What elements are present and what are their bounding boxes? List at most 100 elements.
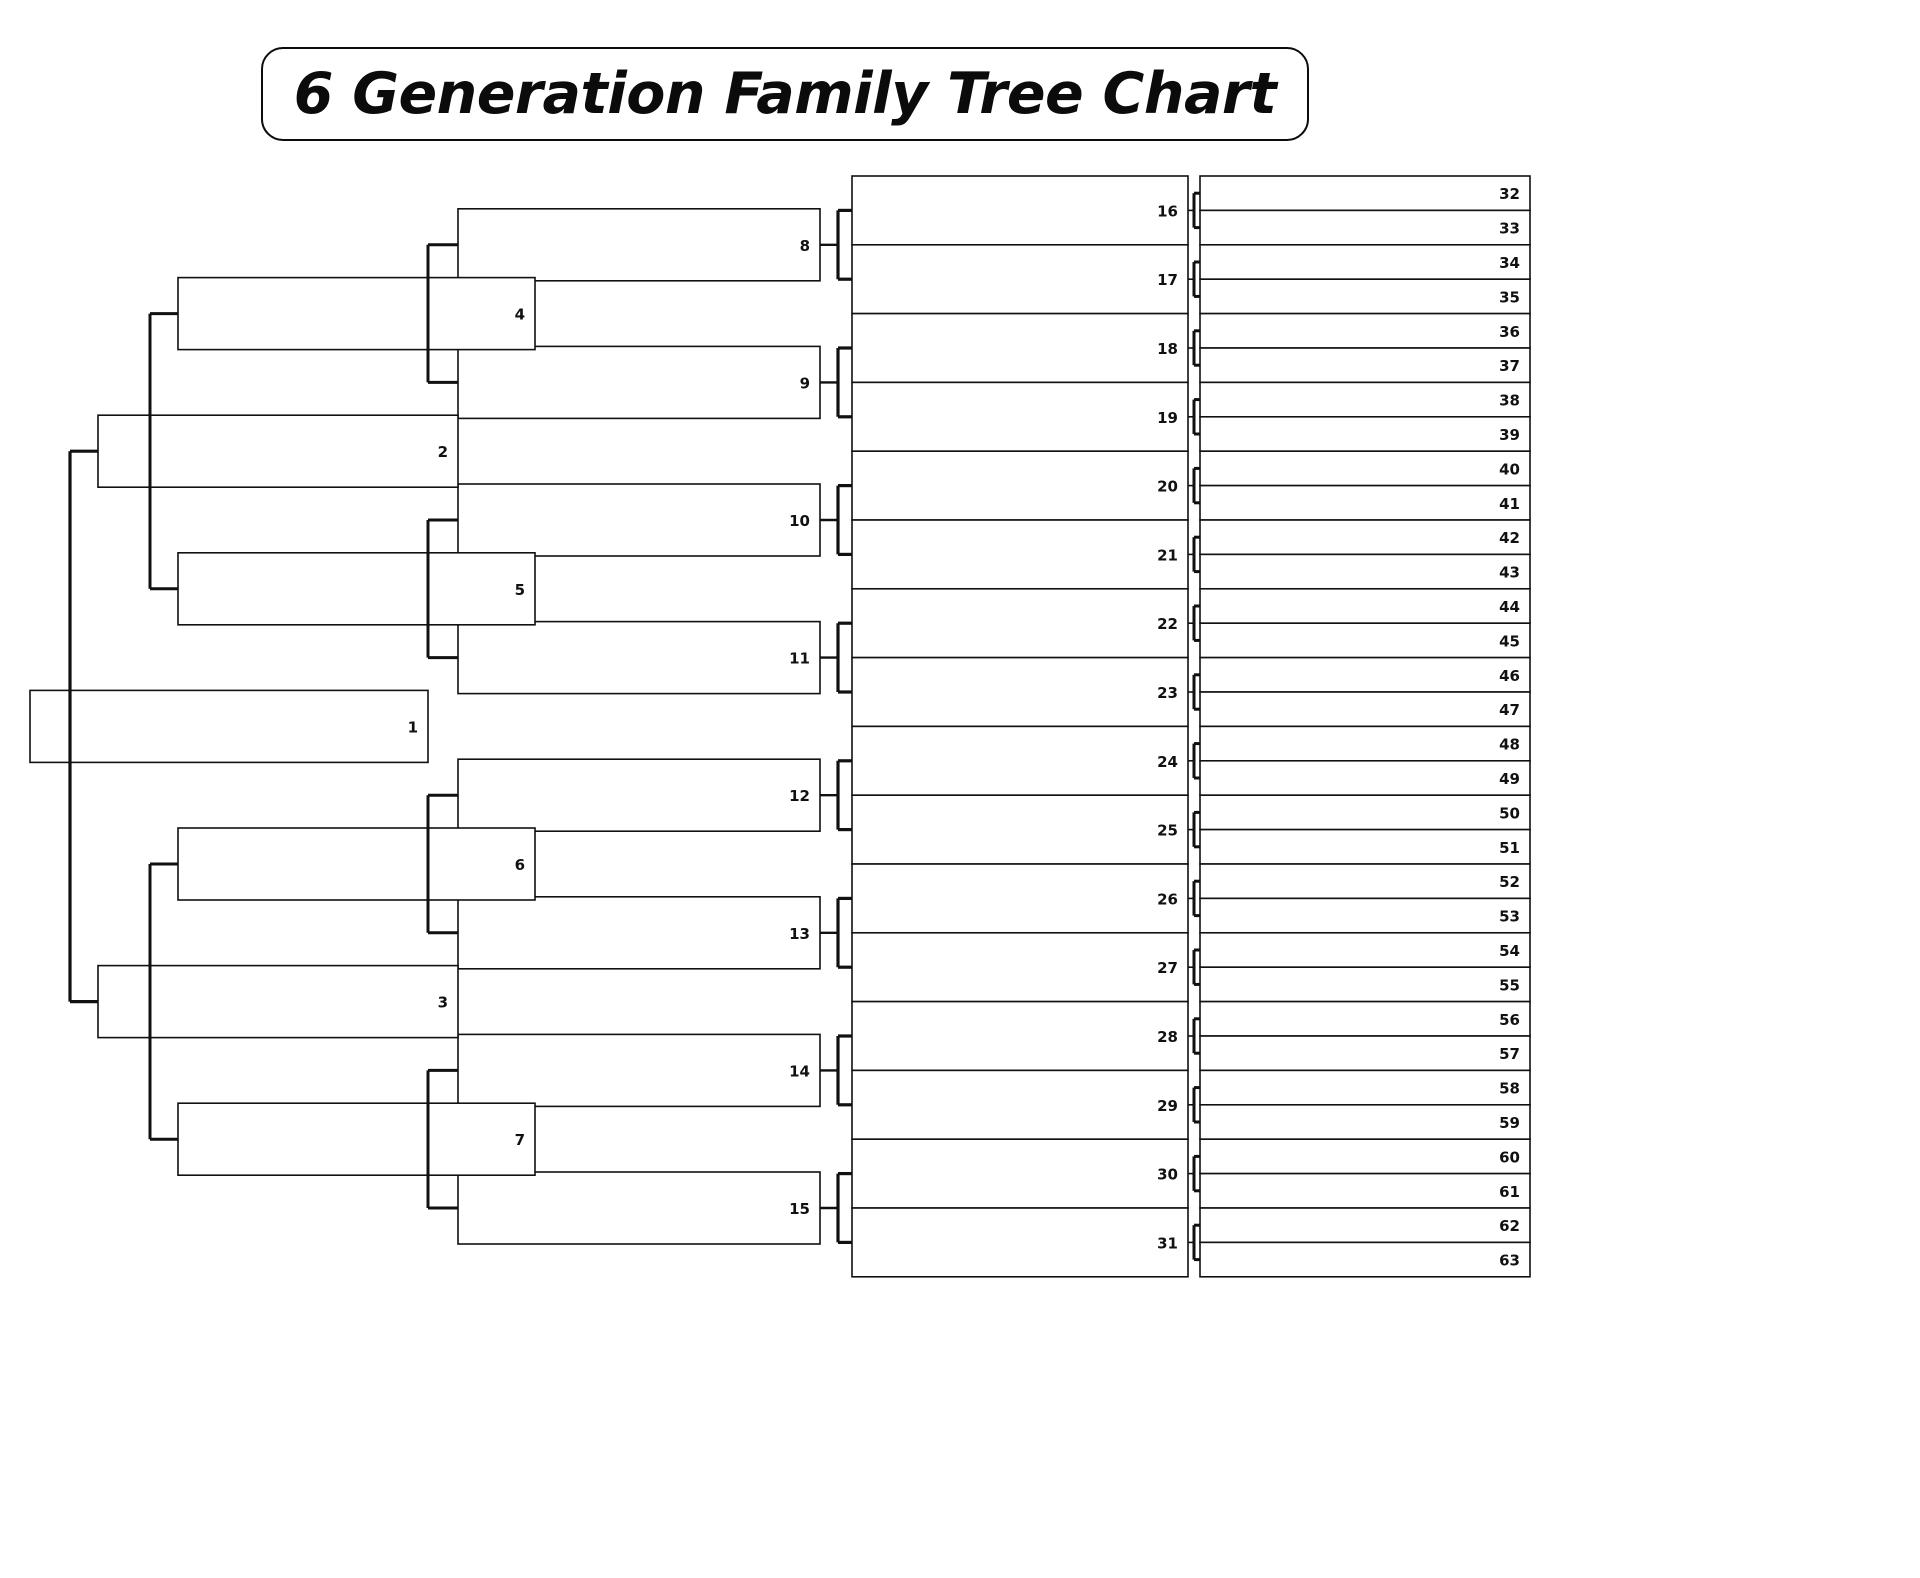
gen6-box-36[interactable]: 36 bbox=[1199, 312, 1531, 349]
gen4-box-15[interactable]: 15 bbox=[457, 1171, 821, 1245]
gen6-box-59[interactable]: 59 bbox=[1199, 1104, 1531, 1141]
gen6-box-39-rect[interactable] bbox=[1199, 415, 1531, 452]
gen5-box-26[interactable]: 26 bbox=[851, 863, 1189, 934]
gen6-box-36-rect[interactable] bbox=[1199, 312, 1531, 349]
gen6-box-52-rect[interactable] bbox=[1199, 863, 1531, 900]
gen5-box-24[interactable]: 24 bbox=[851, 725, 1189, 797]
gen6-box-37[interactable]: 37 bbox=[1199, 347, 1531, 384]
gen4-box-11-rect[interactable] bbox=[457, 620, 821, 695]
gen6-box-41-rect[interactable] bbox=[1199, 484, 1531, 521]
gen6-box-39[interactable]: 39 bbox=[1199, 415, 1531, 452]
gen6-box-56[interactable]: 56 bbox=[1199, 1000, 1531, 1037]
gen4-box-8-rect[interactable] bbox=[457, 208, 821, 282]
gen5-box-17-rect[interactable] bbox=[851, 244, 1189, 315]
gen5-box-25[interactable]: 25 bbox=[851, 794, 1189, 865]
gen5-box-24-rect[interactable] bbox=[851, 725, 1189, 797]
gen2-box-3-rect[interactable] bbox=[97, 964, 459, 1039]
gen1-box-1[interactable]: 1 bbox=[29, 689, 429, 764]
gen5-box-19[interactable]: 19 bbox=[851, 381, 1189, 452]
gen6-box-44[interactable]: 44 bbox=[1199, 587, 1531, 624]
gen6-box-45-rect[interactable] bbox=[1199, 622, 1531, 659]
gen6-box-37-rect[interactable] bbox=[1199, 347, 1531, 384]
gen6-box-56-rect[interactable] bbox=[1199, 1000, 1531, 1037]
gen6-box-61-rect[interactable] bbox=[1199, 1172, 1531, 1209]
gen1-box-1-rect[interactable] bbox=[29, 689, 429, 764]
gen5-box-19-rect[interactable] bbox=[851, 381, 1189, 452]
gen4-box-14[interactable]: 14 bbox=[457, 1033, 821, 1108]
gen3-box-6[interactable]: 6 bbox=[177, 827, 536, 901]
gen5-box-26-rect[interactable] bbox=[851, 863, 1189, 934]
gen6-box-40[interactable]: 40 bbox=[1199, 450, 1531, 487]
gen6-box-63-rect[interactable] bbox=[1199, 1241, 1531, 1278]
gen5-box-23-rect[interactable] bbox=[851, 656, 1189, 728]
gen4-box-14-rect[interactable] bbox=[457, 1033, 821, 1108]
gen6-box-46-rect[interactable] bbox=[1199, 656, 1531, 693]
gen6-box-47-rect[interactable] bbox=[1199, 691, 1531, 728]
gen3-box-7-rect[interactable] bbox=[177, 1102, 536, 1176]
gen6-box-32-rect[interactable] bbox=[1199, 175, 1531, 212]
gen3-box-5-rect[interactable] bbox=[177, 551, 536, 626]
gen6-box-60[interactable]: 60 bbox=[1199, 1138, 1531, 1175]
gen5-box-21-rect[interactable] bbox=[851, 519, 1189, 590]
gen6-box-35-rect[interactable] bbox=[1199, 278, 1531, 315]
gen3-box-4[interactable]: 4 bbox=[177, 276, 536, 351]
gen4-box-13-rect[interactable] bbox=[457, 895, 821, 970]
gen6-box-46[interactable]: 46 bbox=[1199, 656, 1531, 693]
gen5-box-28[interactable]: 28 bbox=[851, 1000, 1189, 1072]
gen5-box-18[interactable]: 18 bbox=[851, 312, 1189, 384]
gen5-box-17[interactable]: 17 bbox=[851, 244, 1189, 315]
gen6-box-62[interactable]: 62 bbox=[1199, 1207, 1531, 1244]
gen5-box-20-rect[interactable] bbox=[851, 450, 1189, 521]
gen6-box-58-rect[interactable] bbox=[1199, 1069, 1531, 1106]
gen5-box-29[interactable]: 29 bbox=[851, 1069, 1189, 1141]
gen6-box-34[interactable]: 34 bbox=[1199, 244, 1531, 281]
gen6-box-43[interactable]: 43 bbox=[1199, 553, 1531, 590]
gen4-box-11[interactable]: 11 bbox=[457, 620, 821, 695]
gen5-box-22-rect[interactable] bbox=[851, 587, 1189, 659]
gen5-box-30[interactable]: 30 bbox=[851, 1138, 1189, 1209]
gen6-box-34-rect[interactable] bbox=[1199, 244, 1531, 281]
gen5-box-31[interactable]: 31 bbox=[851, 1207, 1189, 1278]
gen6-box-50-rect[interactable] bbox=[1199, 794, 1531, 831]
gen5-box-16[interactable]: 16 bbox=[851, 175, 1189, 246]
gen6-box-63[interactable]: 63 bbox=[1199, 1241, 1531, 1278]
gen6-box-33[interactable]: 33 bbox=[1199, 209, 1531, 246]
gen5-box-25-rect[interactable] bbox=[851, 794, 1189, 865]
gen6-box-54[interactable]: 54 bbox=[1199, 931, 1531, 968]
gen6-box-40-rect[interactable] bbox=[1199, 450, 1531, 487]
gen6-box-57-rect[interactable] bbox=[1199, 1035, 1531, 1072]
gen6-box-49-rect[interactable] bbox=[1199, 759, 1531, 796]
gen6-box-38[interactable]: 38 bbox=[1199, 381, 1531, 418]
gen3-box-4-rect[interactable] bbox=[177, 276, 536, 351]
gen5-box-29-rect[interactable] bbox=[851, 1069, 1189, 1141]
gen5-box-28-rect[interactable] bbox=[851, 1000, 1189, 1072]
gen6-box-38-rect[interactable] bbox=[1199, 381, 1531, 418]
gen6-box-52[interactable]: 52 bbox=[1199, 863, 1531, 900]
gen6-box-48-rect[interactable] bbox=[1199, 725, 1531, 762]
gen5-box-18-rect[interactable] bbox=[851, 312, 1189, 384]
gen4-box-9[interactable]: 9 bbox=[457, 345, 821, 420]
gen6-box-54-rect[interactable] bbox=[1199, 931, 1531, 968]
gen4-box-12[interactable]: 12 bbox=[457, 758, 821, 833]
gen2-box-2-rect[interactable] bbox=[97, 414, 459, 489]
gen6-box-53-rect[interactable] bbox=[1199, 897, 1531, 934]
gen6-box-55[interactable]: 55 bbox=[1199, 966, 1531, 1003]
gen6-box-61[interactable]: 61 bbox=[1199, 1172, 1531, 1209]
gen5-box-23[interactable]: 23 bbox=[851, 656, 1189, 728]
gen3-box-7[interactable]: 7 bbox=[177, 1102, 536, 1176]
gen6-box-33-rect[interactable] bbox=[1199, 209, 1531, 246]
gen6-box-50[interactable]: 50 bbox=[1199, 794, 1531, 831]
gen6-box-53[interactable]: 53 bbox=[1199, 897, 1531, 934]
gen6-box-57[interactable]: 57 bbox=[1199, 1035, 1531, 1072]
gen6-box-32[interactable]: 32 bbox=[1199, 175, 1531, 212]
gen2-box-3[interactable]: 3 bbox=[97, 964, 459, 1039]
gen5-box-30-rect[interactable] bbox=[851, 1138, 1189, 1209]
gen6-box-51[interactable]: 51 bbox=[1199, 828, 1531, 865]
gen6-box-35[interactable]: 35 bbox=[1199, 278, 1531, 315]
gen6-box-49[interactable]: 49 bbox=[1199, 759, 1531, 796]
gen6-box-45[interactable]: 45 bbox=[1199, 622, 1531, 659]
gen6-box-48[interactable]: 48 bbox=[1199, 725, 1531, 762]
gen6-box-43-rect[interactable] bbox=[1199, 553, 1531, 590]
gen6-box-55-rect[interactable] bbox=[1199, 966, 1531, 1003]
gen6-box-60-rect[interactable] bbox=[1199, 1138, 1531, 1175]
